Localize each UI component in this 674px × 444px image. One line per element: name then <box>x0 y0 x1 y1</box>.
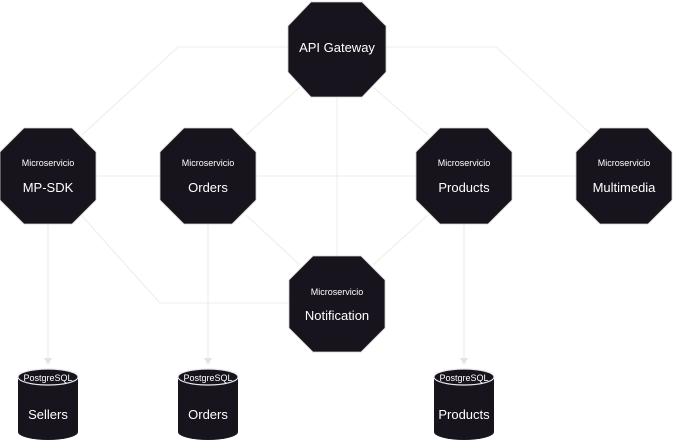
microservice-orders-node[interactable]: Microservicio Orders <box>159 127 257 225</box>
database-products-title: Products <box>438 407 490 422</box>
microservice-kind-label: Microservicio <box>438 158 491 168</box>
database-engine-label: PostgreSQL <box>439 373 488 383</box>
api-gateway-label: API Gateway <box>299 40 375 55</box>
edge-gateway-mpsdk <box>81 46 290 136</box>
microservice-kind-label: Microservicio <box>22 158 75 168</box>
database-products[interactable]: PostgreSQL Products <box>433 368 495 440</box>
microservice-notification-title: Notification <box>305 308 369 323</box>
database-sellers-title: Sellers <box>28 407 68 422</box>
microservice-multimedia-node[interactable]: Microservicio Multimedia <box>575 127 673 225</box>
db-links <box>44 224 468 365</box>
database-orders-title: Orders <box>188 407 228 422</box>
edge-gateway-multimedia <box>384 46 593 136</box>
edge-gateway-products <box>372 86 429 136</box>
microservice-mpsdk-node[interactable]: Microservicio MP-SDK <box>0 127 97 225</box>
microservice-kind-label: Microservicio <box>311 287 364 297</box>
microservice-kind-label: Microservicio <box>182 158 235 168</box>
database-engine-label: PostgreSQL <box>183 373 232 383</box>
database-orders[interactable]: PostgreSQL Orders <box>177 368 239 440</box>
microservice-products-node[interactable]: Microservicio Products <box>415 127 513 225</box>
api-gateway-node[interactable]: API Gateway <box>287 1 387 98</box>
microservice-kind-label: Microservicio <box>598 158 651 168</box>
edge-mpsdk-notification <box>81 215 290 304</box>
microservice-multimedia-title: Multimedia <box>593 180 657 195</box>
edge-products-notification <box>372 214 429 266</box>
microservice-mpsdk-title: MP-SDK <box>23 180 74 195</box>
edge-gateway-orders <box>245 86 301 136</box>
edge-orders-notification <box>245 214 301 266</box>
database-engine-label: PostgreSQL <box>23 373 72 383</box>
database-sellers[interactable]: PostgreSQL Sellers <box>17 368 79 440</box>
microservice-products-title: Products <box>438 180 490 195</box>
arrow-head <box>204 358 212 365</box>
microservice-notification-node[interactable]: Microservicio Notification <box>288 255 386 353</box>
arrow-head <box>44 358 52 365</box>
arrow-head <box>460 358 468 365</box>
microservice-orders-title: Orders <box>188 180 228 195</box>
